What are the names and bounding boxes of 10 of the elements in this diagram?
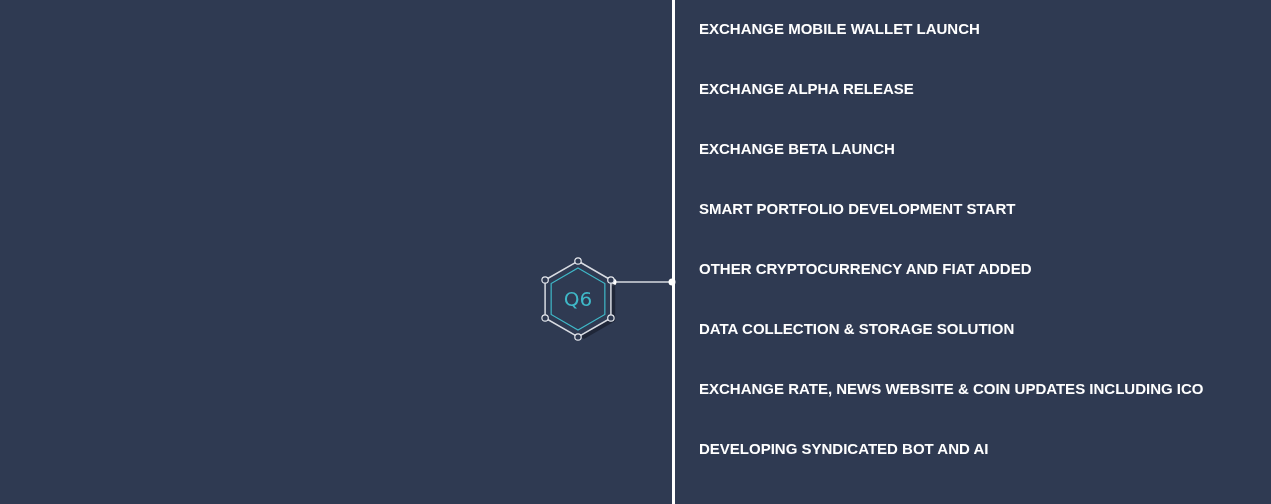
milestone-text: EXCHANGE RATE, NEWS WEBSITE & COIN UPDATES INCLUDING ICO <box>699 380 1204 398</box>
milestone-text: SMART PORTFOLIO DEVELOPMENT START <box>699 200 1016 218</box>
milestone-text: OTHER CRYPTOCURRENCY AND FIAT ADDED <box>699 260 1032 278</box>
timeline-line <box>672 0 675 504</box>
milestone-text: EXCHANGE ALPHA RELEASE <box>699 80 914 98</box>
milestone-text: EXCHANGE BETA LAUNCH <box>699 140 895 158</box>
milestone-text: DATA COLLECTION & STORAGE SOLUTION <box>699 320 1015 338</box>
milestone-text: DEVELOPING SYNDICATED BOT AND AI <box>699 440 989 458</box>
milestone-text: EXCHANGE MOBILE WALLET LAUNCH <box>699 20 980 38</box>
node-label: Q6 <box>563 287 593 311</box>
